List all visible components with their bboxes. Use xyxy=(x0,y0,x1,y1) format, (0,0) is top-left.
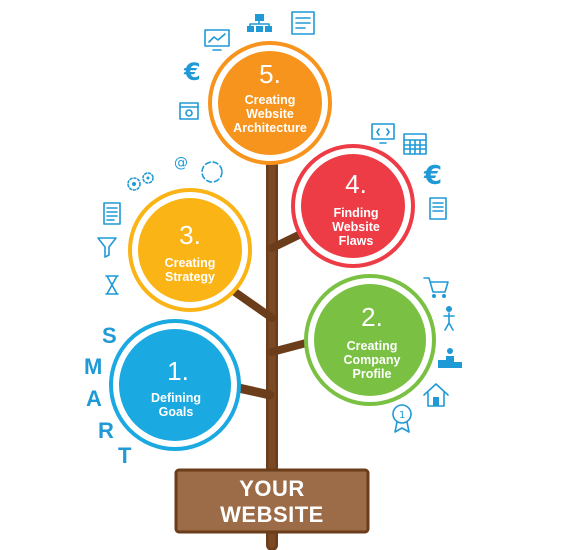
report-icon xyxy=(103,202,121,225)
browser-settings-icon xyxy=(179,102,199,120)
gears-icon xyxy=(127,172,154,191)
step-2-label-line3: Profile xyxy=(353,367,392,381)
svg-text:@: @ xyxy=(174,155,188,171)
step-1-label-line2: Goals xyxy=(159,405,194,419)
at-sign-icon: @ xyxy=(174,155,188,171)
step-2-number: 2. xyxy=(361,302,383,332)
euro-icon: € xyxy=(183,58,201,86)
hourglass-icon xyxy=(105,275,119,295)
step-4-number: 4. xyxy=(345,169,367,199)
smart-letter-r: R xyxy=(98,418,114,443)
smart-letter-t: T xyxy=(118,443,132,468)
step-4-label-line3: Flaws xyxy=(339,234,374,248)
funnel-icon xyxy=(97,237,117,258)
svg-text:1: 1 xyxy=(399,410,405,421)
step-2-circle: 2. Creating Company Profile xyxy=(304,274,436,406)
step-1-number: 1. xyxy=(167,356,189,386)
code-monitor-icon xyxy=(371,123,395,144)
smart-letter-m: M xyxy=(84,354,102,379)
podium-icon xyxy=(438,348,462,368)
step-5-label-line3: Architecture xyxy=(233,121,307,135)
monitor-icon xyxy=(204,29,230,51)
svg-text:€: € xyxy=(423,161,442,191)
document-icon xyxy=(291,11,315,35)
smart-letter-s: S xyxy=(102,323,117,348)
person-icon xyxy=(443,306,455,331)
step-5-circle: 5. Creating Website Architecture xyxy=(208,41,332,165)
euro-icon: € xyxy=(423,161,442,191)
report-icon xyxy=(429,197,447,220)
step-5-label-line2: Website xyxy=(246,107,294,121)
step-5-label-line1: Creating xyxy=(245,93,296,107)
step-2-label-line1: Creating xyxy=(347,339,398,353)
step-3-circle: 3. Creating Strategy xyxy=(128,188,252,312)
step-4-label-line2: Website xyxy=(332,220,380,234)
step-4-circle: 4. Finding Website Flaws xyxy=(291,144,415,268)
smart-letter-a: A xyxy=(86,386,102,411)
step-3-number: 3. xyxy=(179,220,201,250)
sitemap-icon xyxy=(247,14,272,32)
step-1-label-line1: Defining xyxy=(151,391,201,405)
step-3-label-line2: Strategy xyxy=(165,270,215,284)
sign-line1: YOUR xyxy=(239,476,305,501)
step-2-label-line2: Company xyxy=(344,353,401,367)
step-3-label-line1: Creating xyxy=(165,256,216,270)
svg-text:€: € xyxy=(183,58,201,86)
step-4-label-line1: Finding xyxy=(333,206,378,220)
icons: € @ xyxy=(97,11,462,433)
award-icon: 1 xyxy=(392,404,412,433)
home-icon xyxy=(423,383,449,407)
your-website-sign: YOUR WEBSITE xyxy=(174,468,370,534)
step-1-circle: 1. Defining Goals xyxy=(109,319,241,451)
cart-icon xyxy=(423,277,449,298)
refresh-icon xyxy=(201,161,223,183)
smart-acronym: S M A R T xyxy=(84,323,132,468)
calendar-icon xyxy=(403,133,427,155)
sign-line2: WEBSITE xyxy=(220,502,324,527)
step-5-number: 5. xyxy=(259,59,281,89)
